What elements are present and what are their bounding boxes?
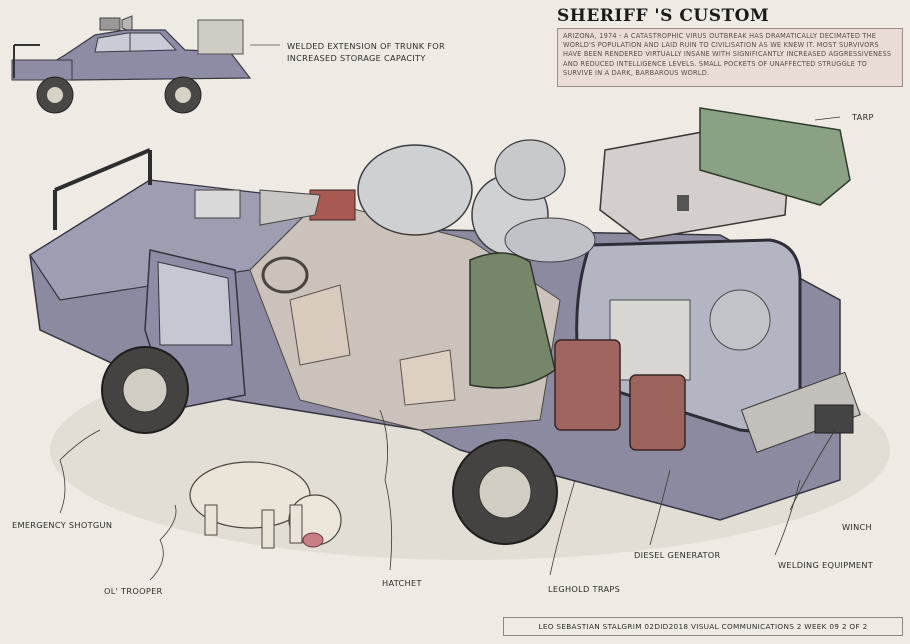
- label-leghold-traps: LEGHOLD TRAPS: [548, 584, 621, 594]
- cutaway-vehicle: [29, 107, 861, 545]
- dog-illustration: [189, 461, 342, 549]
- label-diesel-generator: DIESEL GENERATOR: [634, 550, 721, 560]
- leader-lines: [59, 116, 841, 581]
- label-welding: WELDING EQUIPMENT: [778, 560, 874, 570]
- footer-credit: LEO SEBASTIAN STALGRIM 02DID2018 VISUAL …: [503, 617, 903, 636]
- side-view-car: [11, 15, 280, 114]
- label-shotgun: EMERGENCY SHOTGUN: [12, 520, 113, 530]
- label-trooper: OL' TROOPER: [104, 586, 163, 596]
- label-hatchet: HATCHET: [382, 578, 422, 588]
- label-trunk-extension: WELDED EXTENSION OF TRUNK FOR INCREASED …: [287, 41, 446, 63]
- label-winch: WINCH: [842, 522, 873, 532]
- label-tarp: TARP: [852, 112, 874, 122]
- description-box: ARIZONA, 1974 - A CATASTROPHIC VIRUS OUT…: [557, 28, 903, 87]
- page-title: SHERIFF 'S CUSTOM: [557, 6, 770, 26]
